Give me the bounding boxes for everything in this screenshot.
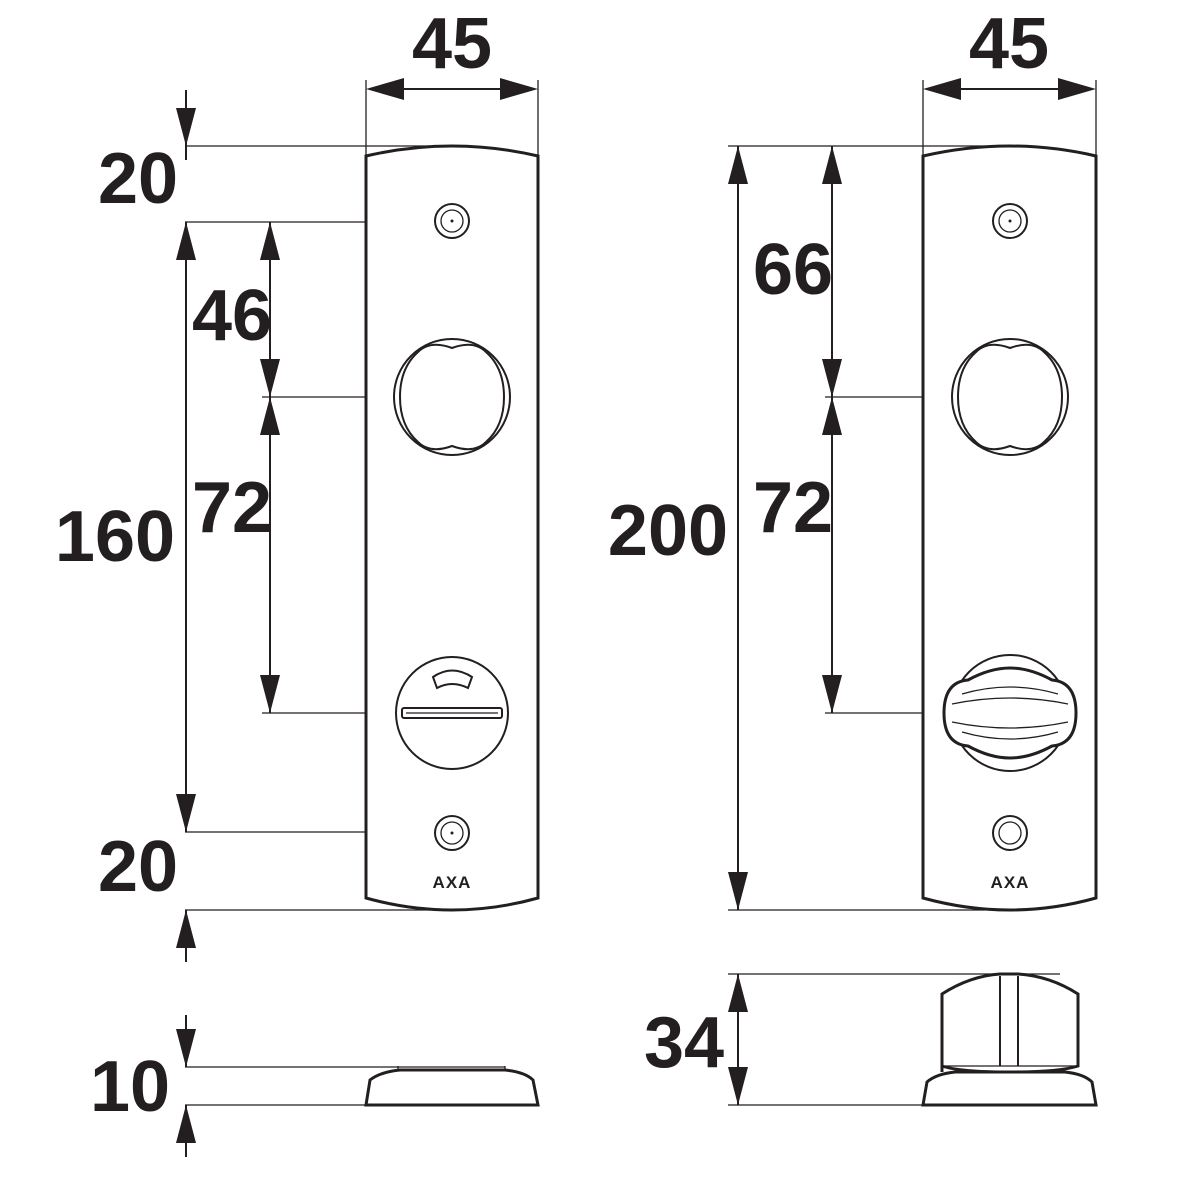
screw-to-spindle-label: 46 xyxy=(192,276,272,356)
top-offset-label: 20 xyxy=(98,139,178,219)
dim-width-right xyxy=(923,78,1096,100)
screw-spacing-label: 160 xyxy=(55,497,175,577)
projection-label: 34 xyxy=(644,1003,724,1083)
dim-total-height xyxy=(728,146,748,910)
dim-bottom-offset xyxy=(176,910,196,962)
brand-logo: AXA xyxy=(433,873,472,892)
knob-side-profile xyxy=(940,972,1080,1074)
dim-spindle-to-turn xyxy=(260,397,280,713)
spindle-hole-right xyxy=(951,338,1069,456)
dim-top-offset xyxy=(176,90,196,160)
thickness-label: 10 xyxy=(90,1047,170,1127)
dim-top-to-spindle xyxy=(822,146,842,397)
escutcheon-plate xyxy=(364,144,540,912)
lower-screw xyxy=(434,815,470,851)
lower-screw-right xyxy=(992,815,1028,851)
privacy-turn xyxy=(395,656,509,770)
top-to-spindle-label: 66 xyxy=(753,230,833,310)
brand-logo-right: AXA xyxy=(991,873,1030,892)
plate-side-profile-right xyxy=(921,1070,1098,1107)
dim-width-left xyxy=(366,78,538,100)
dim-spindle-to-turn-right xyxy=(822,397,842,713)
spindle-to-turn-label-right: 72 xyxy=(753,468,833,548)
plate-side-profile xyxy=(364,1068,540,1107)
upper-screw xyxy=(434,203,470,239)
dim-screw-spacing xyxy=(176,222,196,832)
dim-thickness xyxy=(176,1015,196,1157)
left-front-view: AXA 45 20 160 46 xyxy=(55,4,540,962)
spindle-to-turn-label: 72 xyxy=(192,468,272,548)
spindle-hole xyxy=(393,338,511,456)
upper-screw-right xyxy=(992,203,1028,239)
right-side-view: 34 xyxy=(644,972,1098,1107)
right-front-view: AXA 45 200 66 72 xyxy=(608,4,1098,912)
width-label-right: 45 xyxy=(969,4,1049,84)
width-label: 45 xyxy=(412,4,492,84)
escutcheon-plate-right xyxy=(921,144,1098,912)
total-height-label: 200 xyxy=(608,491,728,571)
dim-projection xyxy=(728,974,748,1105)
privacy-knob xyxy=(942,654,1078,772)
dim-screw-to-spindle xyxy=(260,222,280,397)
bottom-offset-label: 20 xyxy=(98,827,178,907)
left-side-view: 10 xyxy=(90,1015,540,1157)
